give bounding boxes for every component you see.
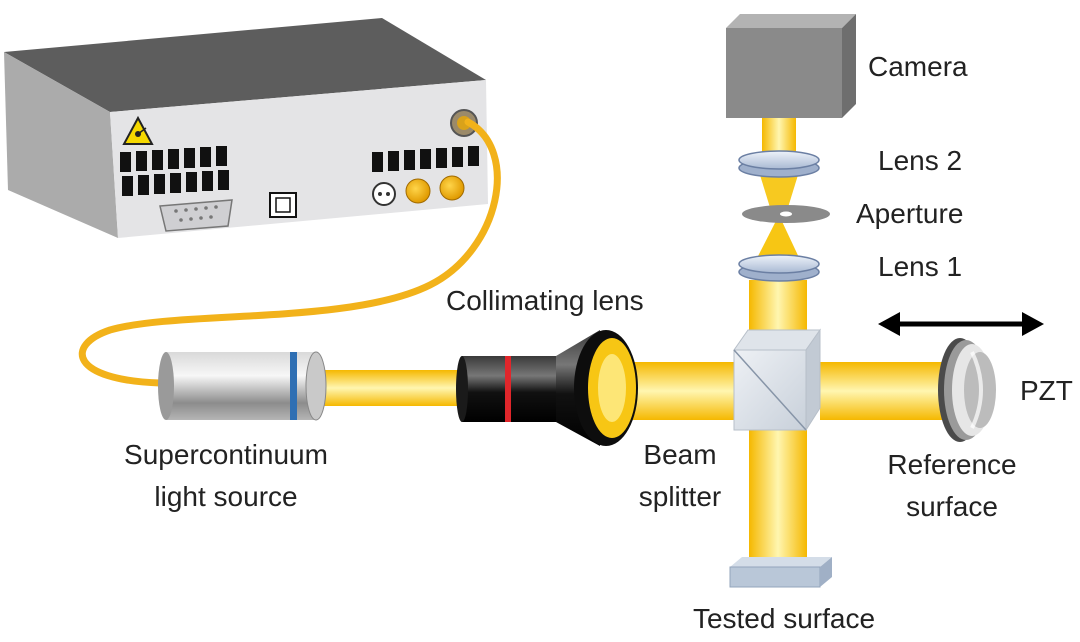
beam-focus-cone: [754, 215, 802, 264]
beam-to-reference: [820, 362, 954, 420]
label-beam-splitter-line1: Beam: [643, 439, 717, 470]
beam-source-to-collimator: [318, 370, 468, 406]
fiber-output-port: [450, 109, 478, 137]
label-beam-splitter-line2: splitter: [638, 481, 722, 512]
lens-1: [738, 254, 820, 282]
blue-stripe: [290, 352, 297, 420]
label-source-line2: light source: [154, 481, 298, 512]
label-source-line1: Supercontinuum: [124, 439, 328, 470]
power-switch: [269, 192, 297, 218]
reference-mirror-mount: [938, 338, 996, 442]
red-stripe: [505, 356, 511, 422]
double-arrow-icon: [878, 312, 1044, 336]
label-aperture: Aperture: [856, 198, 964, 229]
label-lens2: Lens 2: [878, 145, 963, 176]
label-lens1: Lens 1: [878, 251, 963, 282]
beam-to-tested-surface: [749, 430, 807, 568]
lens-2: [738, 150, 820, 178]
label-collimating-lens: Collimating lens: [446, 285, 644, 316]
laser-source-unit: [4, 18, 488, 238]
serial-port: [159, 199, 233, 232]
label-tested-surface: Tested surface: [692, 603, 876, 634]
aperture-disk: [742, 205, 830, 223]
chassis-top: [4, 18, 486, 112]
tested-surface-block: [729, 557, 832, 588]
vent-grille-left: [120, 146, 229, 196]
laser-warning-icon: [122, 115, 154, 145]
bnc-connectors: [372, 175, 465, 206]
light-source-head: [158, 351, 327, 421]
beam-splitter-cube: [733, 328, 821, 432]
camera-body: [726, 14, 856, 118]
label-reference-line2: surface: [906, 491, 998, 522]
optical-fiber: [78, 118, 501, 387]
chassis-side: [4, 52, 118, 238]
label-reference-line1: Reference: [887, 449, 1017, 480]
label-camera: Camera: [868, 51, 968, 82]
collimating-lens-assembly: [456, 330, 638, 446]
label-pzt: PZT: [1020, 375, 1073, 406]
vent-grille-right: [372, 146, 479, 172]
